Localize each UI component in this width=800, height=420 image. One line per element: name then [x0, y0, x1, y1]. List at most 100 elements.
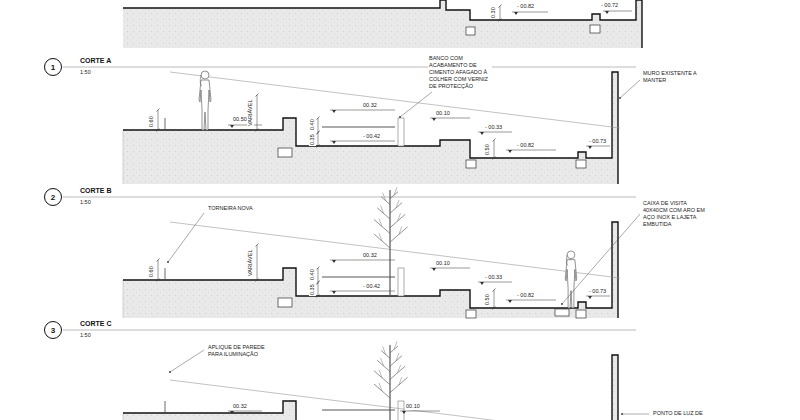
dimension-text: 0.60: [148, 265, 155, 278]
ground-fill: [123, 355, 618, 420]
footing: [576, 310, 586, 318]
level-mark: - 00.82: [516, 292, 535, 299]
level-triangle: [230, 411, 234, 414]
level-line: [330, 291, 395, 292]
terrain-line: [170, 222, 620, 278]
section-number: 2: [51, 193, 55, 202]
section-number: 3: [51, 326, 55, 335]
ground-edge: [123, 280, 124, 318]
dimension-tick: [256, 279, 259, 282]
dimension-tick: [499, 5, 502, 8]
dimension-line: [158, 110, 159, 130]
dimension-line: [158, 260, 159, 280]
leader-dot: [621, 413, 623, 415]
section-header-line: [63, 67, 636, 68]
section-profile: [123, 222, 618, 318]
section-title: CORTE A: [79, 57, 112, 65]
note-text: APLIQUE DE PAREDE PARA ILUMINAÇÃO: [207, 344, 267, 358]
scale-text: 1:50: [79, 332, 92, 339]
ground-fill: [123, 0, 642, 48]
note-text: CAIXA DE VISITA 40X40CM COM ARO EM AÇO I…: [642, 200, 706, 228]
steps: [398, 401, 404, 420]
level-line: [506, 300, 556, 301]
post-line: [165, 118, 166, 130]
level-mark: - 00.82: [516, 142, 535, 149]
level-mark: - 00.33: [484, 274, 503, 281]
level-mark: - 00.33: [484, 124, 503, 131]
dimension-tick: [157, 129, 160, 132]
section-marker: 3: [44, 321, 62, 339]
leader-line: [168, 213, 204, 262]
level-triangle: [230, 125, 234, 128]
note-text: PONTO DE LUZ DE: [652, 410, 704, 417]
level-mark: - 00.82: [516, 3, 535, 10]
dimension-tick: [317, 132, 320, 135]
tree: [374, 341, 408, 420]
level-triangle: [508, 300, 512, 303]
level-line: [506, 150, 556, 151]
level-mark: 00.10: [435, 260, 451, 267]
footing: [590, 25, 600, 33]
dimension-line: [257, 245, 258, 280]
level-triangle: [480, 282, 484, 285]
level-mark: 00.32: [232, 403, 248, 410]
dimension-tick: [317, 117, 320, 120]
footing: [576, 160, 586, 168]
level-mark: - 00.73: [588, 288, 607, 295]
person-figure: [199, 71, 211, 130]
level-triangle: [332, 110, 336, 113]
dimension-text: 0.30: [490, 6, 497, 19]
level-triangle: [332, 260, 336, 263]
level-mark: - 00.72: [600, 2, 619, 9]
dimension-text: 0.50: [484, 143, 491, 156]
dimension-tick: [317, 295, 320, 298]
footing: [466, 160, 476, 168]
level-mark: - 00.73: [588, 138, 607, 145]
ground-edge: [123, 413, 124, 420]
section-profile: [123, 355, 618, 420]
leader-dot: [169, 371, 171, 373]
section-marker: 2: [44, 188, 62, 206]
footing: [466, 310, 476, 318]
scale-text: 1:50: [79, 69, 92, 76]
level-triangle: [402, 411, 406, 414]
section-marker: 1: [44, 58, 62, 76]
level-mark: 00.10: [405, 403, 421, 410]
terrain-line: [170, 72, 620, 128]
leader-line: [620, 80, 640, 98]
level-triangle: [480, 132, 484, 135]
dimension-tick: [157, 109, 160, 112]
section-number: 1: [51, 63, 55, 72]
dimension-tick: [317, 145, 320, 148]
dimension-tick: [317, 282, 320, 285]
steps: [398, 118, 404, 146]
section-title: CORTE C: [79, 320, 113, 328]
dimension-tick: [493, 289, 496, 292]
level-line: [330, 110, 395, 111]
dimension-tick: [317, 267, 320, 270]
level-triangle: [432, 118, 436, 121]
leader-dot: [167, 261, 169, 263]
note-text: MURO EXISTENTE A MANTER: [642, 70, 704, 84]
dimension-tick: [493, 307, 496, 310]
dimension-tick: [256, 244, 259, 247]
dimension-tick: [157, 279, 160, 282]
dimension-text: 0.50: [484, 293, 491, 306]
level-triangle: [508, 150, 512, 153]
bench-board: [322, 276, 395, 278]
dimension-tick: [317, 131, 320, 134]
leader-line: [400, 92, 432, 117]
note-text: TORNEIRA NOVA: [207, 205, 254, 212]
leader-dot: [619, 97, 621, 99]
level-triangle: [332, 291, 336, 294]
footing: [466, 27, 475, 35]
dimension-line: [494, 140, 495, 158]
level-triangle: [514, 12, 518, 15]
leader-dot: [561, 303, 563, 305]
dimension-line: [318, 133, 319, 146]
level-mark: - 00.42: [362, 283, 381, 290]
inspection-box: [555, 309, 569, 316]
level-line: [330, 260, 395, 261]
level-triangle: [588, 146, 592, 149]
level-mark: 00.32: [362, 102, 378, 109]
